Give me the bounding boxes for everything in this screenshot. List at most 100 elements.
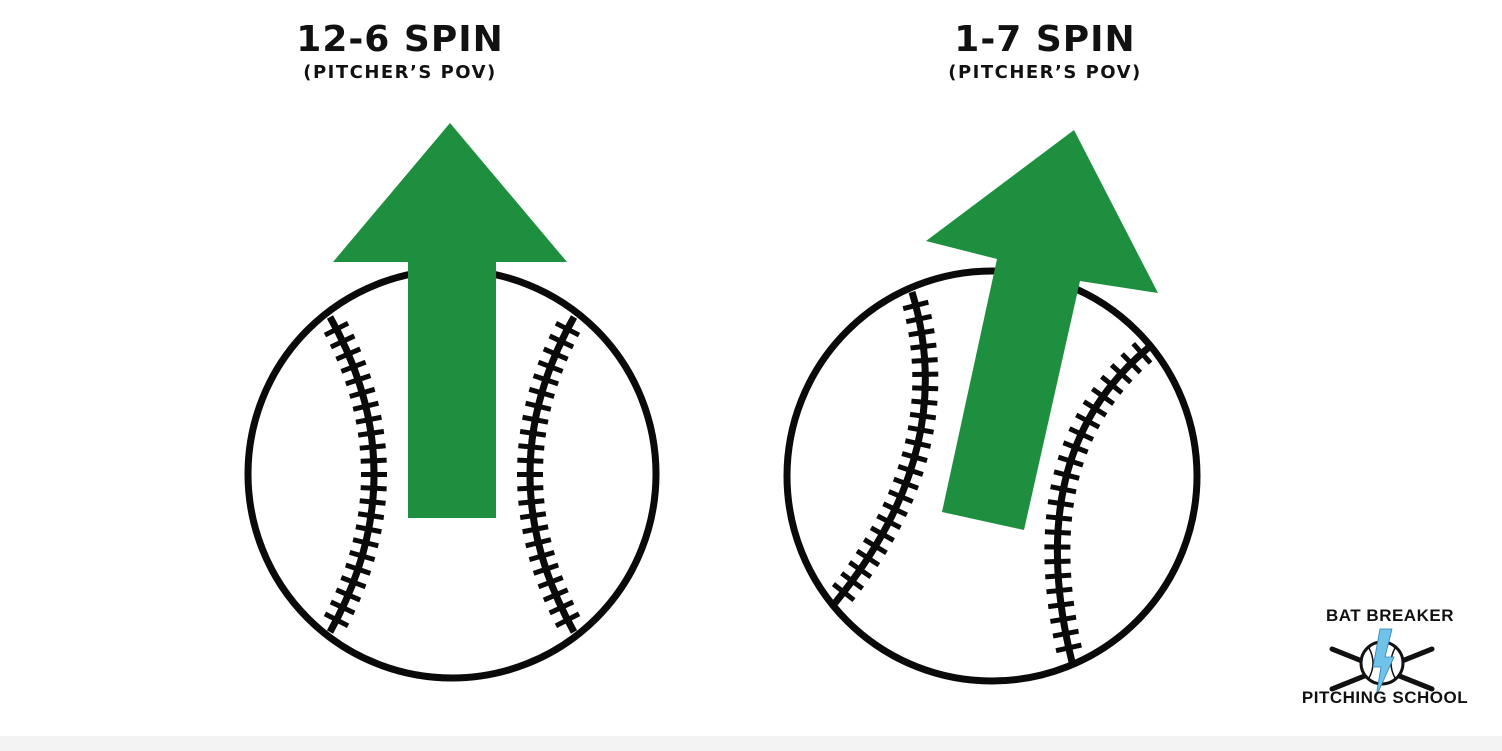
stitch-mark xyxy=(528,386,555,399)
stitch-mark xyxy=(542,346,569,362)
stitch-mark xyxy=(554,611,581,629)
stitch-mark xyxy=(1044,529,1072,536)
stitch-mark xyxy=(1100,374,1124,395)
stitch-mark xyxy=(1049,614,1077,624)
stitch-mark xyxy=(1075,412,1101,430)
spin-subtitle: (PITCHER’S POV) xyxy=(303,62,497,83)
stitch-mark xyxy=(831,582,856,603)
stitch-mark xyxy=(518,443,545,451)
stitch-mark xyxy=(355,414,382,425)
spin-title: 12-6 SPIN xyxy=(296,19,504,60)
stitch-mark xyxy=(1045,572,1072,580)
stitch-mark xyxy=(840,571,865,591)
stitch-mark xyxy=(522,524,549,535)
stitch-mark xyxy=(355,524,382,535)
logo-line-2: PITCHING SCHOOL xyxy=(1301,688,1469,707)
stitch-mark xyxy=(352,400,380,412)
stitch-mark xyxy=(1120,352,1143,375)
stitch-mark xyxy=(548,333,575,350)
stitch-mark xyxy=(882,501,908,518)
stitch-mark xyxy=(1053,469,1080,481)
stitch-mark xyxy=(340,575,367,590)
bat-breaker-logo xyxy=(1329,628,1435,698)
stitch-mark xyxy=(352,537,379,549)
stitch-mark xyxy=(904,438,932,449)
stitch-mark xyxy=(862,537,888,556)
stitch-mark xyxy=(329,333,356,350)
stitch-mark xyxy=(537,575,564,590)
stitch-mark xyxy=(524,400,552,412)
stitch-mark xyxy=(359,443,386,451)
stitch-mark xyxy=(517,457,544,464)
stitch-mark xyxy=(1046,586,1073,595)
stitch-mark xyxy=(554,320,581,338)
stitch-mark xyxy=(519,428,547,438)
seam-stitches xyxy=(831,299,1153,654)
stitch-mark xyxy=(519,511,547,521)
stitch-mark xyxy=(876,513,902,531)
stitch-mark xyxy=(345,373,372,387)
stitch-mark xyxy=(911,398,938,406)
logo-line-1: BAT BREAKER xyxy=(1326,606,1454,625)
stitch-mark xyxy=(912,385,939,392)
stitch-mark xyxy=(1062,440,1089,455)
stitch-mark xyxy=(902,299,929,312)
stitch-mark xyxy=(901,451,928,463)
stitch-mark xyxy=(908,328,935,338)
stitch-mark xyxy=(887,489,914,504)
stitch-mark xyxy=(909,411,937,421)
stitch-mark xyxy=(1090,386,1116,406)
stitch-mark xyxy=(532,373,559,387)
stitch-mark xyxy=(528,549,556,563)
stitch-mark xyxy=(532,562,560,576)
stitch-mark xyxy=(1057,454,1084,468)
stitch-mark xyxy=(335,346,362,362)
arrow-12-6 xyxy=(333,123,567,518)
stitch-mark xyxy=(1131,341,1153,365)
stitch-mark xyxy=(911,357,938,364)
stitch-mark xyxy=(360,457,387,464)
lightning-bolt-icon xyxy=(1372,628,1395,698)
arrow-1-7 xyxy=(926,130,1158,530)
stitch-mark xyxy=(344,562,372,576)
bottom-band xyxy=(0,736,1502,751)
stitch-mark xyxy=(1045,514,1073,522)
stitch-mark xyxy=(1082,399,1108,418)
spin-arrow-1-7 xyxy=(926,130,1158,530)
stitch-mark xyxy=(905,313,933,325)
stitch-mark xyxy=(1109,363,1133,385)
spin-arrow-12-6 xyxy=(333,123,567,518)
stitch-mark xyxy=(1050,484,1077,495)
stitch-mark xyxy=(907,425,935,435)
stitch-mark xyxy=(855,548,881,568)
stitch-mark xyxy=(522,414,549,425)
stitch-mark xyxy=(357,511,385,521)
stitch-mark xyxy=(335,587,362,603)
stitch-mark xyxy=(357,428,385,438)
spin-title: 1-7 SPIN xyxy=(954,19,1136,60)
stitch-mark xyxy=(1068,426,1095,442)
stitch-mark xyxy=(848,560,873,580)
stitch-mark xyxy=(525,537,552,549)
stitch-mark xyxy=(537,359,564,374)
stitch-mark xyxy=(897,464,924,477)
stitch-mark xyxy=(349,386,376,399)
stitch-mark xyxy=(548,599,575,616)
stitch-mark xyxy=(910,342,937,351)
stitch-mark xyxy=(1047,499,1075,508)
stitch-mark xyxy=(340,359,367,374)
seam-stitches xyxy=(323,320,581,629)
spin-subtitle: (PITCHER’S POV) xyxy=(948,62,1142,83)
stitch-mark xyxy=(1047,600,1075,610)
stitch-mark xyxy=(329,599,356,616)
stitch-mark xyxy=(348,549,376,563)
panel-title-1-7: 1-7 SPIN (PITCHER’S POV) xyxy=(890,20,1200,84)
stitch-mark xyxy=(517,485,544,492)
stitch-mark xyxy=(1052,628,1080,639)
stitch-mark xyxy=(542,587,569,603)
stitch-mark xyxy=(518,498,545,506)
stitch-mark xyxy=(892,476,919,491)
stitch-mark xyxy=(869,525,895,543)
stitch-mark xyxy=(360,485,387,492)
